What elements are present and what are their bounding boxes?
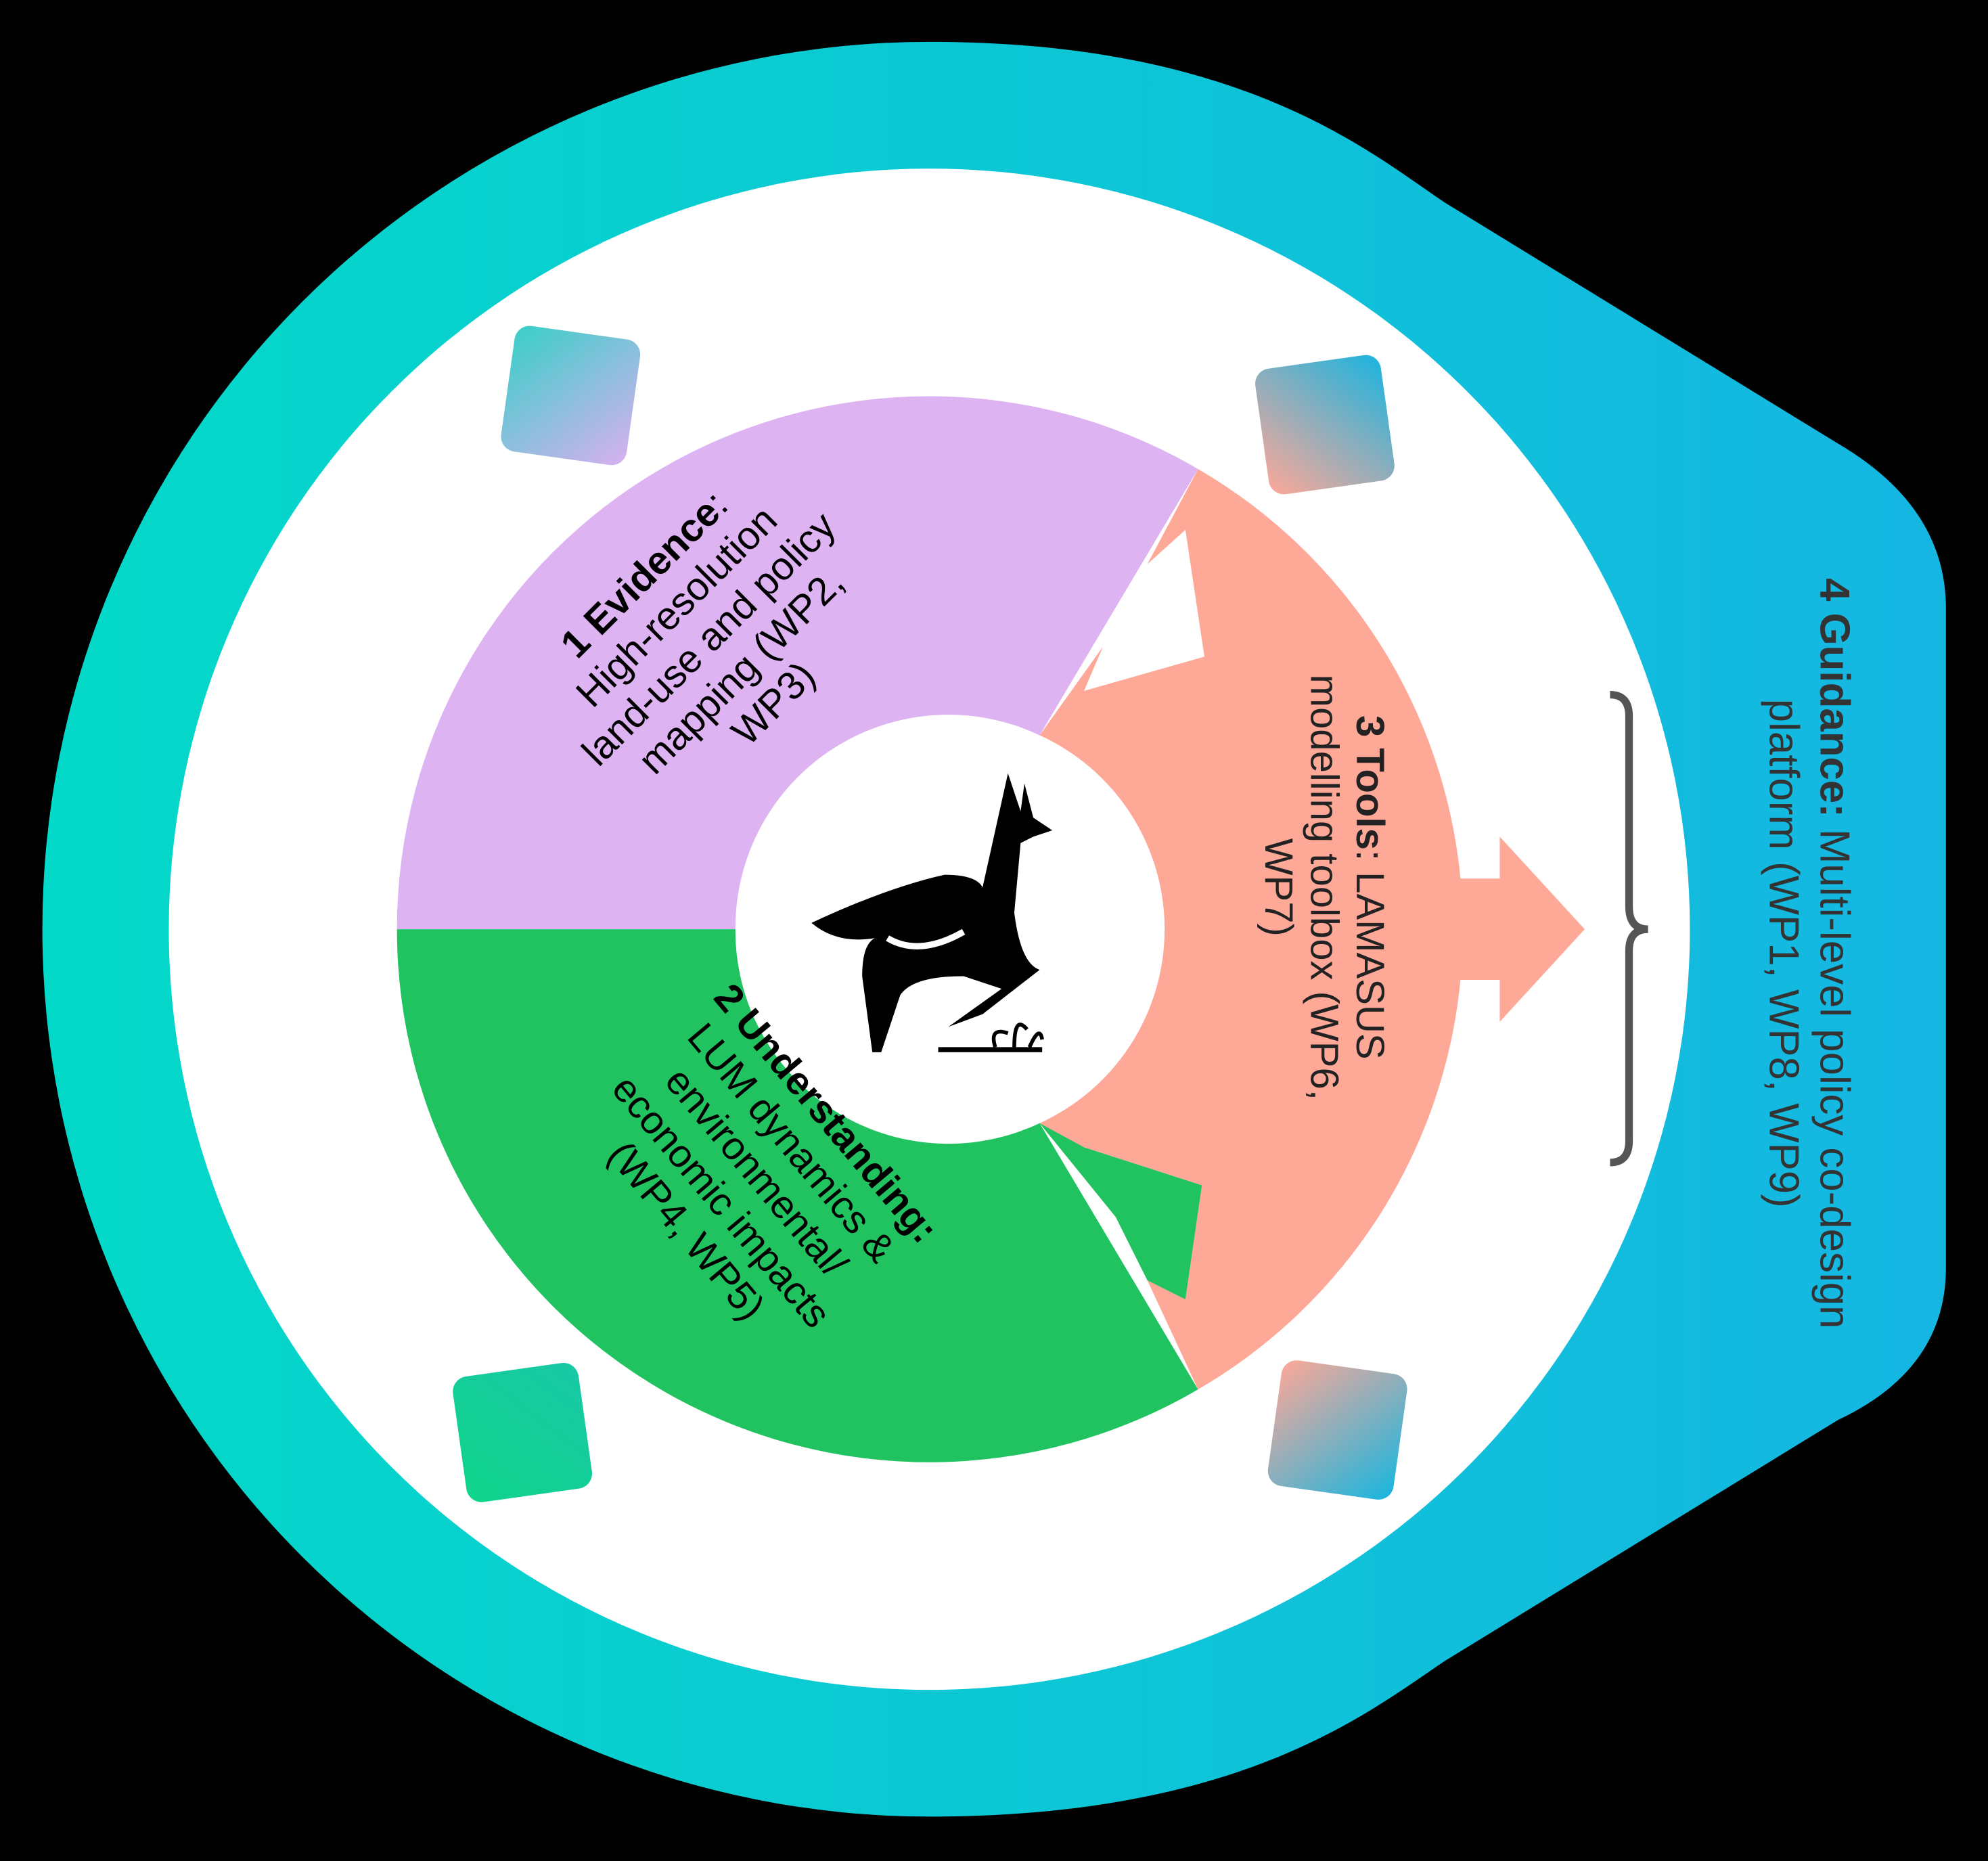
understanding-to-tools-arrow	[1039, 1123, 1202, 1300]
guidance-subtitle: Multi-level policy co-design	[1811, 817, 1857, 1329]
svg-text:4 Guidance: Multi-level policy: 4 Guidance: Multi-level policy co-design	[1811, 578, 1857, 1328]
brace-icon	[1610, 690, 1649, 1167]
guidance-title: 4 Guidance:	[1811, 578, 1857, 817]
evidence-segment	[397, 396, 1198, 930]
tools-line: modelling toolbox (WP6,	[1302, 675, 1346, 1100]
tools-text: 3 Tools: LAMASUS modelling toolbox (WP6,…	[1257, 675, 1392, 1100]
tools-segment	[1039, 469, 1585, 1390]
guidance-text: 4 Guidance: Multi-level policy co-design…	[1760, 578, 1857, 1328]
guidance-line: platform (WP1, WP8, WP9)	[1760, 699, 1807, 1208]
tools-title: 3 Tools	[1348, 715, 1392, 850]
double-arrow-icon	[453, 326, 1407, 1502]
tools-line: WP7)	[1257, 838, 1301, 937]
tools-subtitle: : LAMASUS	[1348, 850, 1392, 1060]
deer-logo-icon	[811, 773, 1053, 1052]
understanding-segment	[397, 929, 1198, 1462]
svg-text:3 Tools: LAMASUS: 3 Tools: LAMASUS	[1348, 715, 1392, 1060]
